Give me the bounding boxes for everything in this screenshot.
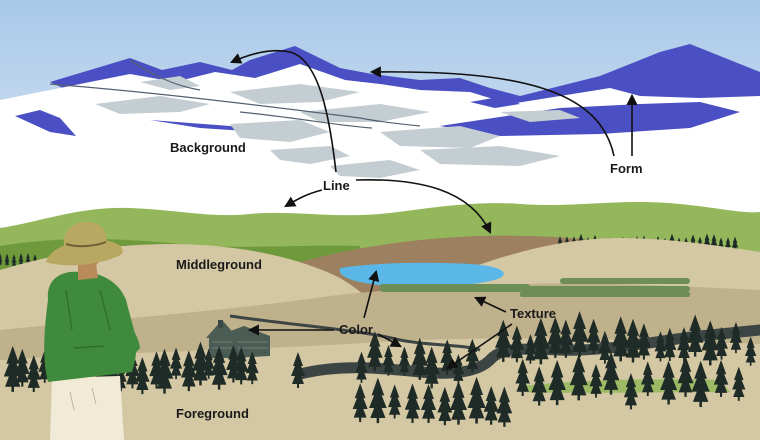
label-background: Background xyxy=(170,140,246,155)
label-foreground: Foreground xyxy=(176,406,249,421)
annotation-arrows xyxy=(229,49,638,370)
cabin xyxy=(206,320,270,358)
person-figure xyxy=(44,222,140,440)
background-mountains xyxy=(0,44,760,235)
arrow-texture-to-trees xyxy=(446,323,513,370)
label-form: Form xyxy=(610,161,643,176)
lake xyxy=(339,262,504,287)
arrow-line-to-brown-hill xyxy=(355,178,492,235)
label-texture: Texture xyxy=(510,306,556,321)
label-middleground: Middleground xyxy=(176,257,262,272)
arrow-texture-to-reeds xyxy=(473,296,507,313)
reeds xyxy=(380,278,690,297)
arrow-line-to-hills xyxy=(284,189,323,208)
label-color: Color xyxy=(339,322,373,337)
arrow-color-to-trees xyxy=(377,333,402,348)
arrow-color-to-lake xyxy=(363,269,380,319)
arrow-line-to-peak xyxy=(229,49,337,173)
label-line: Line xyxy=(323,178,350,193)
arrow-form-to-ridge xyxy=(369,66,615,157)
